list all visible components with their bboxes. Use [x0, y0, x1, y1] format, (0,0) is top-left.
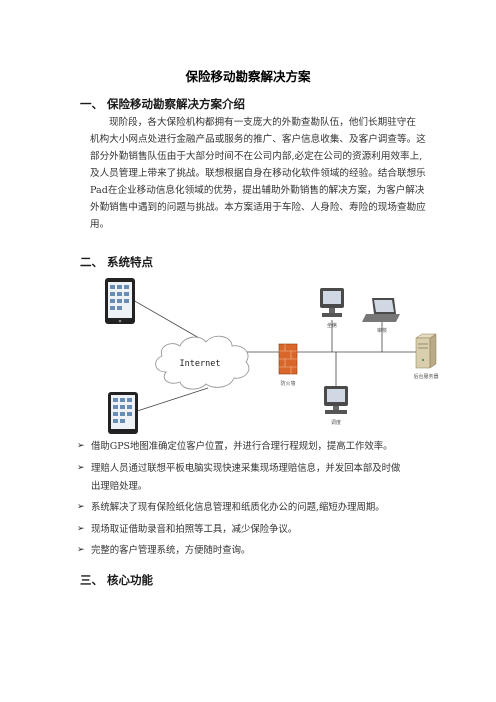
list-item: ➢ 理赔人员通过联想平板电脑实现快速采集现场理赔信息，并发回本部及时做 出理赔处… [77, 462, 447, 493]
list-item-text: 现场取证借助录音和拍照等工具，减少保险争议。 [91, 523, 298, 535]
firewall-label: 防火墙 [280, 380, 295, 387]
list-item: ➢ 完整的客户管理系统，方便随时查询。 [77, 544, 447, 557]
system-architecture-diagram: Internet 防火墙 坐席 [105, 278, 439, 434]
laptop-label: 审核 [377, 327, 387, 334]
paragraph-line: 用。 [90, 219, 110, 230]
dispatch-computer-icon [324, 386, 348, 414]
desktop-label: 坐席 [327, 322, 337, 329]
list-item-continuation: 出理赔处理。 [91, 480, 148, 492]
internet-cloud-icon [155, 335, 250, 390]
arrow-bullet-icon: ➢ [77, 462, 85, 473]
paragraph-line: 机构大小网点处进行金融产品或服务的推广、客户信息收集、及客户调查等。这 [90, 134, 426, 145]
tablet-top-icon [105, 278, 135, 324]
tablet-bottom-icon [108, 392, 138, 434]
document-title: 保险移动勘察解决方案 [185, 69, 311, 84]
arrow-bullet-icon: ➢ [77, 441, 85, 451]
section-heading-core-functions: 三、 核心功能 [80, 573, 154, 587]
paragraph-line: Pad在企业移动信息化领域的优势，提出辅助外勤销售的解决方案，为客户解决 [90, 185, 425, 196]
internet-label: Internet [180, 359, 221, 369]
list-item: ➢ 系统解决了现有保险纸化信息管理和纸质化办公的问题,缩短办理周期。 [77, 501, 447, 514]
laptop-icon [362, 298, 400, 322]
paragraph-line: 部分外勤销售队伍由于大部分时间不在公司内部,必定在公司的资源利用效率上, [90, 151, 423, 162]
feature-bullet-list: ➢ 借助GPS地图准确定位客户位置，并进行合理行程规划，提高工作效率。 ➢ 理赔… [77, 440, 447, 566]
server-label: 后台服务器 [413, 373, 438, 380]
section-heading-features: 二、 系统特点 [80, 255, 154, 269]
list-item: ➢ 借助GPS地图准确定位客户位置，并进行合理行程规划，提高工作效率。 [77, 440, 447, 453]
server-icon [415, 333, 437, 369]
arrow-bullet-icon: ➢ [77, 545, 85, 556]
desktop-computer-icon [320, 288, 344, 317]
list-item-text: 系统解决了现有保险纸化信息管理和纸质化办公的问题,缩短办理周期。 [91, 502, 385, 514]
arrow-bullet-icon: ➢ [77, 502, 85, 513]
arrow-bullet-icon: ➢ [77, 523, 85, 534]
dispatch-label: 调度 [331, 419, 341, 426]
paragraph-line: 现阶段，各大保险机构都拥有一支庞大的外勤查勘队伍，他们长期驻守在 [109, 117, 416, 128]
paragraph-line: 外勤销售中遇到的问题与挑战。本方案适用于车险、人身险、寿险的现场查勘应 [90, 202, 426, 213]
list-item-text: 借助GPS地图准确定位客户位置，并进行合理行程规划，提高工作效率。 [91, 441, 393, 452]
connection-lines [125, 295, 426, 415]
paragraph-line: 及人员管理上带来了挑战。联想根据自身在移动化软件领域的经验。结合联想乐 [90, 168, 426, 179]
section-heading-introduction: 一、 保险移动勘察解决方案介绍 [80, 97, 246, 111]
list-item-text: 完整的客户管理系统，方便随时查询。 [91, 545, 251, 557]
list-item-text: 理赔人员通过联想平板电脑实现快速采集现场理赔信息，并发回本部及时做 [91, 462, 401, 474]
firewall-icon [278, 343, 298, 375]
introduction-paragraph: 现阶段，各大保险机构都拥有一支庞大的外勤查勘队伍，他们长期驻守在 机构大小网点处… [90, 114, 435, 233]
list-item: ➢ 现场取证借助录音和拍照等工具，减少保险争议。 [77, 523, 447, 536]
